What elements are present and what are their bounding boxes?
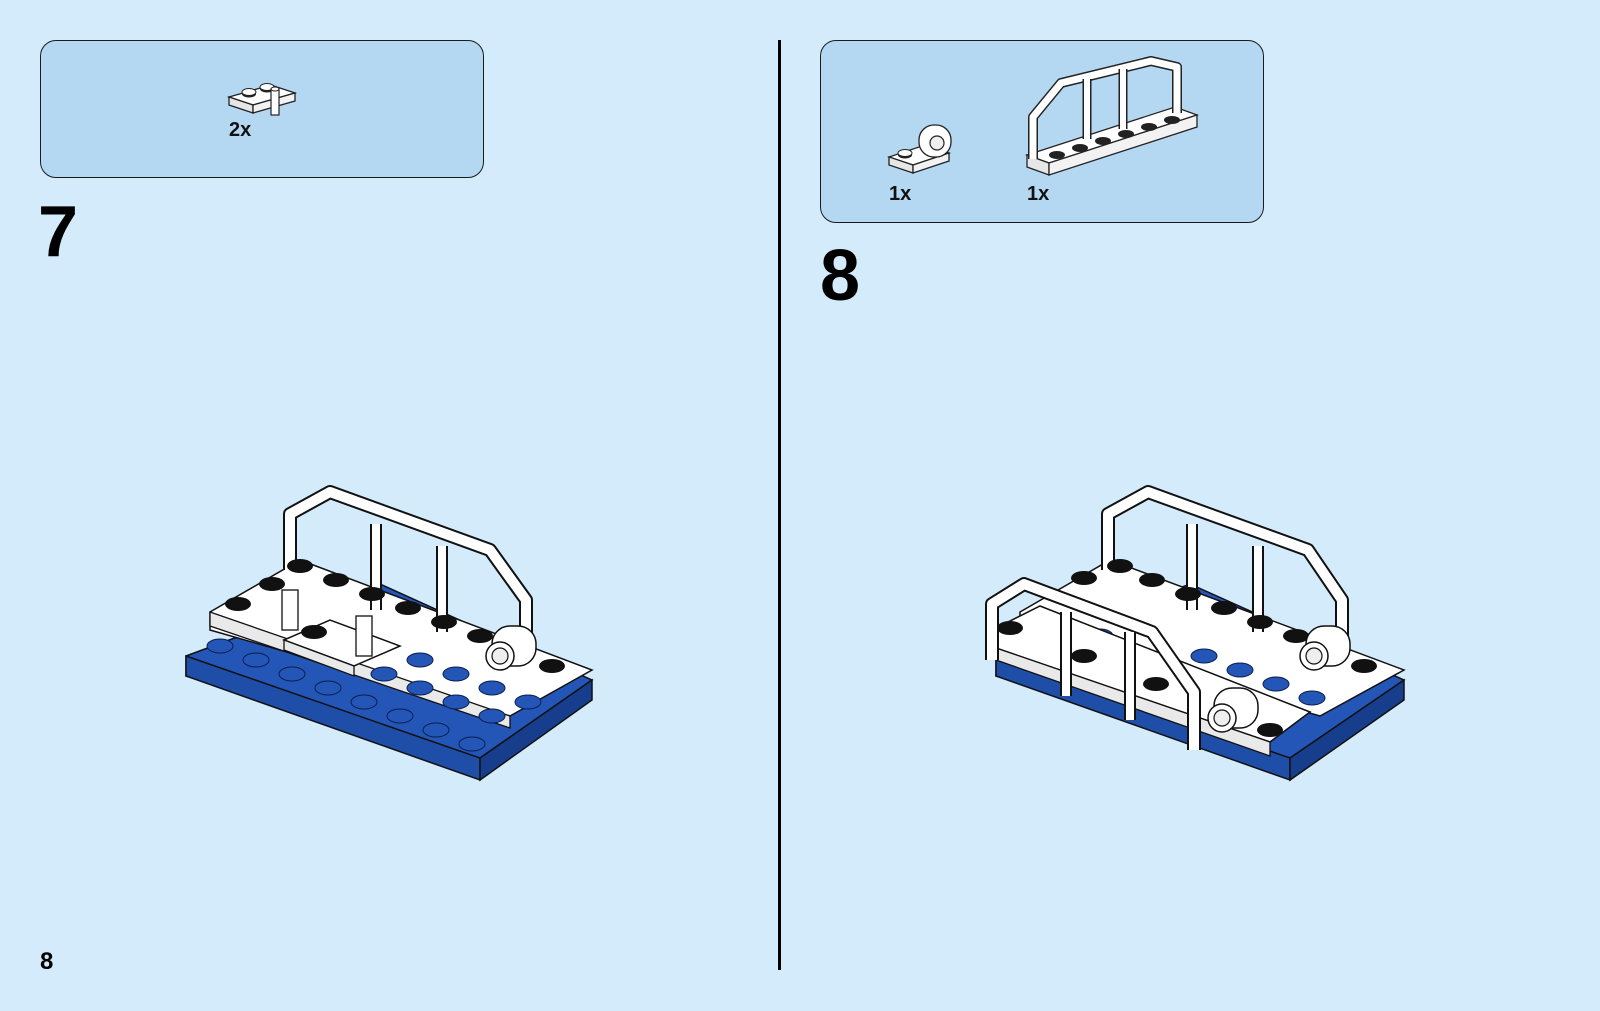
page-divider — [778, 40, 781, 970]
step-7-assembly-icon — [180, 480, 600, 810]
step-8-parts-list: 1x 1x — [820, 40, 1264, 223]
step-8-part-2-qty: 1x — [1027, 183, 1049, 206]
step-7-part-1-qty: 2x — [229, 119, 251, 142]
step-7-number: 7 — [38, 196, 78, 268]
step-8-assembly-icon — [980, 480, 1410, 810]
plate-1x2-with-clip-icon — [227, 75, 307, 125]
step-8-number: 8 — [820, 240, 860, 312]
page-number: 8 — [40, 948, 53, 976]
step-8-part-1-qty: 1x — [889, 183, 911, 206]
step-7-parts-list: 2x — [40, 40, 484, 178]
plate-with-ring-icon — [887, 121, 957, 181]
fence-rail-1x6-icon — [1025, 59, 1205, 189]
